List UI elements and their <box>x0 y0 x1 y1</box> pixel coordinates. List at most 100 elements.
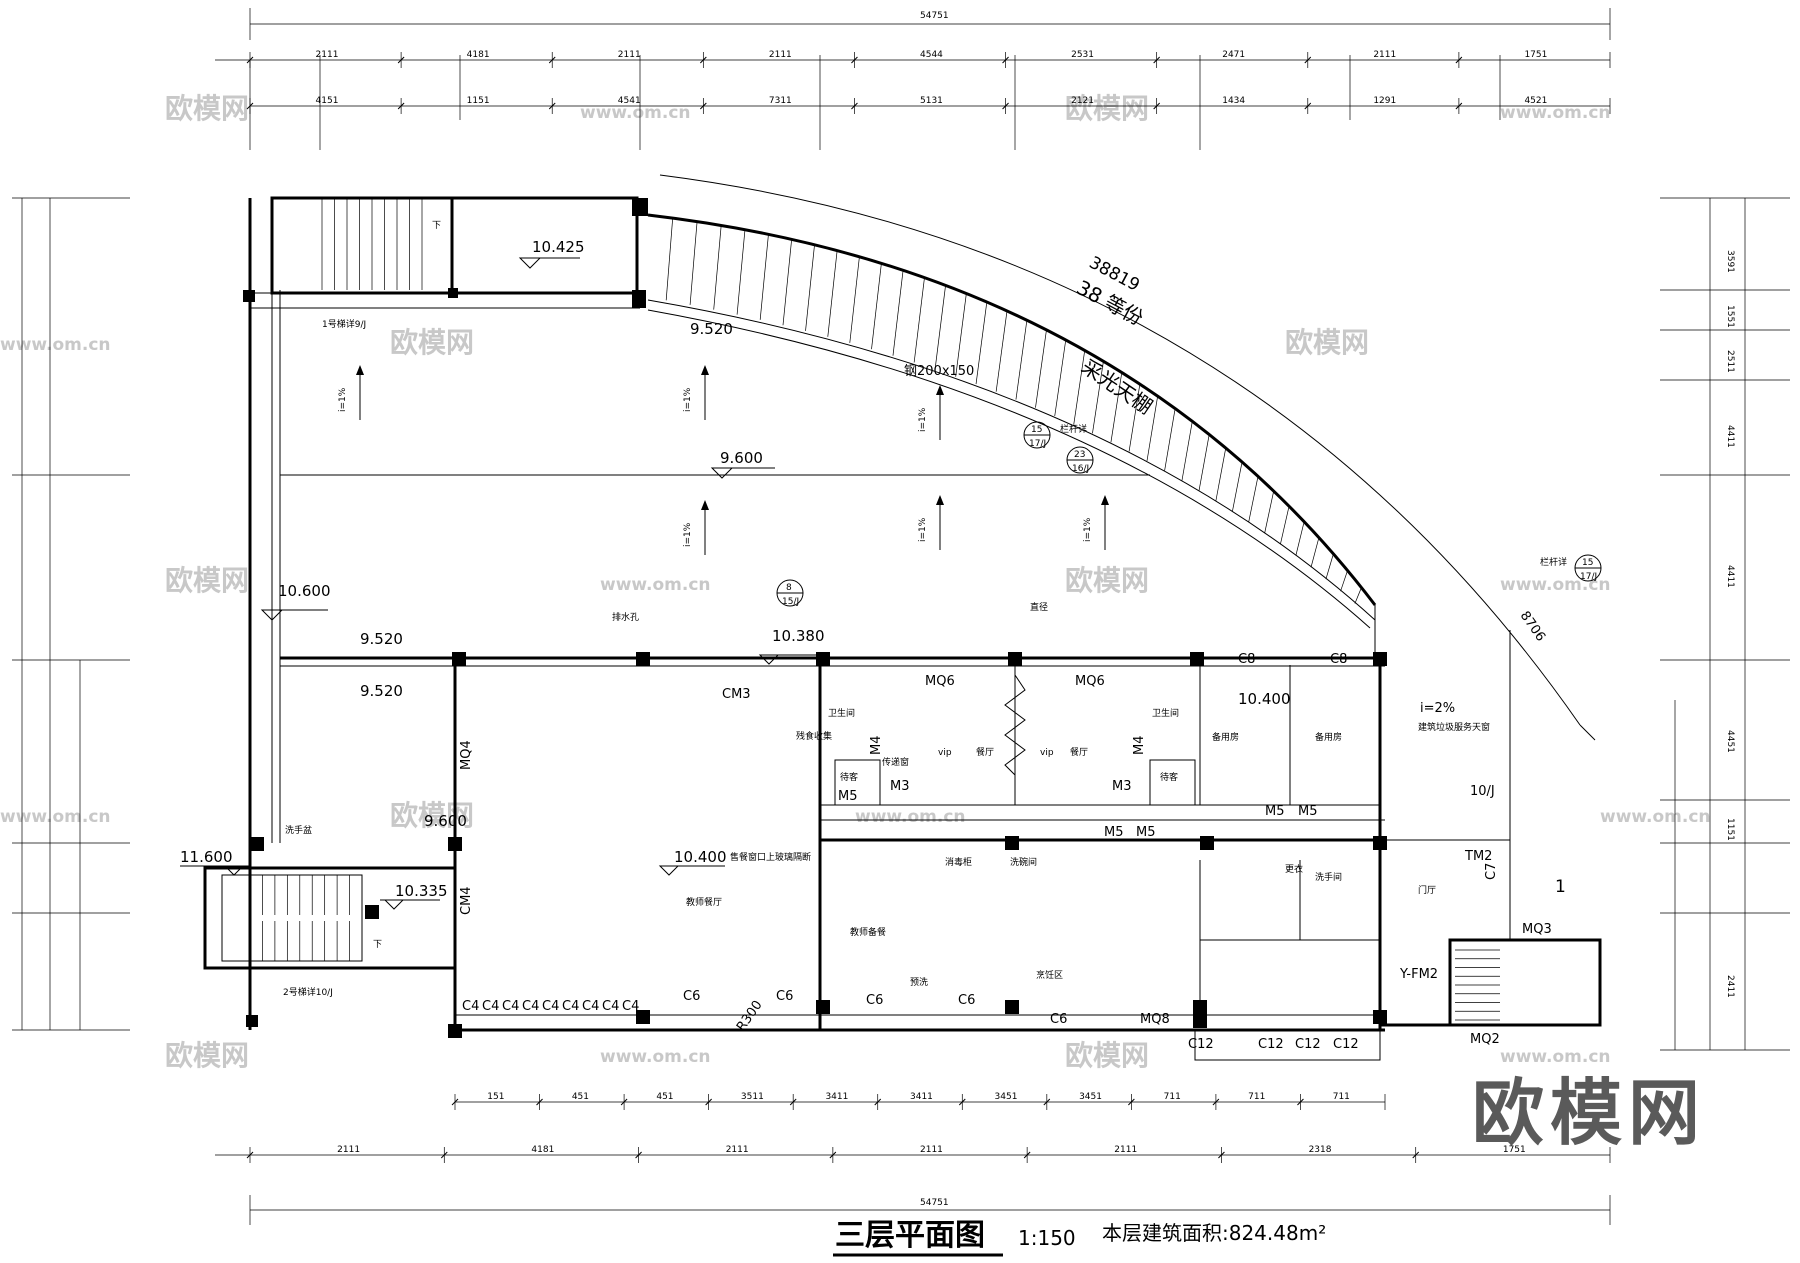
room-collect: 残食收集 <box>796 730 832 742</box>
dimension-label: 1751 <box>1524 50 1547 60</box>
detail-callout: 23 16/J <box>1066 446 1094 474</box>
dimension-label: 2111 <box>618 50 641 60</box>
tag: 10/J <box>1470 784 1495 799</box>
stair-treads <box>249 198 1500 1021</box>
dimension-label: 1291 <box>1373 96 1396 106</box>
svg-text:8: 8 <box>786 583 792 593</box>
svg-text:23: 23 <box>1074 450 1085 460</box>
dimension-label: 4151 <box>316 96 339 106</box>
elevation-mark: 10.600 <box>260 582 331 621</box>
dimension-label: 2531 <box>1071 50 1094 60</box>
room-service: 建筑垃圾服务天窗 <box>1418 721 1490 733</box>
detail-callout: 15 17/J 栏杆详 <box>1023 421 1087 449</box>
watermark-url: www.om.cn <box>580 103 691 123</box>
svg-text:栏杆详: 栏杆详 <box>1540 556 1567 568</box>
dimension-label: 2411 <box>1725 975 1735 998</box>
svg-text:i=1%: i=1% <box>338 387 348 412</box>
watermark: 欧模网 <box>1065 564 1149 597</box>
title-block: 三层平面图 1:150 本层建筑面积:824.48m² <box>833 1218 1326 1257</box>
watermark-url: www.om.cn <box>855 807 966 827</box>
tag: MQ6 <box>1075 674 1105 689</box>
room-locker: 更衣 <box>1285 863 1303 875</box>
svg-text:10.600: 10.600 <box>278 582 331 600</box>
room-kitchen: 烹饪区 <box>1036 969 1063 981</box>
folding-partition <box>1004 674 1026 776</box>
tag: MQ8 <box>1140 1012 1170 1027</box>
slope-arrows: i=1% i=1% i=1% i=1% i=1% i=1% i=2% <box>338 365 1455 716</box>
room-wash: 洗碗间 <box>1010 856 1037 868</box>
svg-text:9.520: 9.520 <box>360 682 403 700</box>
watermark-url: www.om.cn <box>1500 103 1611 123</box>
dimension-label: 5131 <box>920 96 943 106</box>
tag: C6 <box>1050 1012 1067 1027</box>
svg-text:17/J: 17/J <box>1029 439 1046 449</box>
dimension-label: 2111 <box>920 1145 943 1155</box>
room-standby: 备用房 <box>1315 731 1342 743</box>
dimension-label: 3411 <box>825 1092 848 1102</box>
elevation-mark: 9.600 <box>424 812 467 830</box>
slope-arrow: i=1% <box>918 495 944 550</box>
elevation-marks: 10.425 9.520 9.600 10.600 9.520 9.520 10… <box>180 238 1291 910</box>
tag: M3 <box>890 779 910 794</box>
svg-text:16/J: 16/J <box>1072 464 1089 474</box>
dimension-label: 451 <box>572 1092 589 1102</box>
columns <box>243 198 1387 1038</box>
svg-text:i=1%: i=1% <box>918 407 928 432</box>
elevation-mark: 9.520 <box>360 682 403 700</box>
room-prep: 教师备餐 <box>850 926 886 938</box>
tag: MQ6 <box>925 674 955 689</box>
tag: M5 <box>1136 825 1156 840</box>
tag: C6 <box>683 989 700 1004</box>
watermark: 欧模网 <box>1065 92 1149 125</box>
room-teacher-dining: 教师餐厅 <box>686 896 722 908</box>
dimension-label: 3511 <box>741 1092 764 1102</box>
floor-area: 本层建筑面积:824.48m² <box>1102 1221 1326 1245</box>
dimension-label: 1151 <box>467 96 490 106</box>
svg-text:i=1%: i=1% <box>918 517 928 542</box>
right-dimensions: 3591 1551 2511 4411 4411 4451 1151 2411 <box>1660 197 1790 1051</box>
room-wc: 卫生间 <box>1152 707 1179 719</box>
svg-text:栏杆详: 栏杆详 <box>1060 423 1087 435</box>
detail-callout: 8 15/J <box>776 579 804 607</box>
svg-text:i=1%: i=1% <box>683 387 693 412</box>
elevation-mark: 10.425 <box>518 238 585 269</box>
stair-down: 下 <box>373 940 382 950</box>
tag: C12 <box>1333 1037 1359 1052</box>
dimension-label: 4521 <box>1524 96 1547 106</box>
watermarks: 欧模网 www.om.cn 欧模网 www.om.cn www.om.cn 欧模… <box>0 92 1711 1072</box>
svg-text:9.600: 9.600 <box>720 449 763 467</box>
svg-text:i=2%: i=2% <box>1420 701 1455 716</box>
note-door: 门厅 <box>1418 884 1436 896</box>
dimension-label: 711 <box>1333 1092 1350 1102</box>
tag: MQ3 <box>1522 922 1552 937</box>
elevation-mark: 10.400 <box>1238 690 1291 708</box>
note-drain: 排水孔 <box>612 611 639 623</box>
overall-dimension: 54751 <box>920 11 949 21</box>
slope-arrow: i=1% <box>1083 495 1109 550</box>
dimension-label: 4544 <box>920 50 943 60</box>
tag: M4 <box>869 736 884 756</box>
watermark: 欧模网 <box>165 1039 249 1072</box>
tag: C6 <box>866 993 883 1008</box>
tag: M5 <box>838 789 858 804</box>
svg-text:i=1%: i=1% <box>1083 517 1093 542</box>
tag: MQ4 <box>459 740 474 770</box>
dimension-label: 2111 <box>337 1145 360 1155</box>
skylight-canopy: 38819 38 等份 采光天棚 8706 钢200x150 <box>647 174 1596 741</box>
dimension-label: 711 <box>1248 1092 1265 1102</box>
svg-text:10.400: 10.400 <box>1238 690 1291 708</box>
slope-arrow: i=1% <box>338 365 364 420</box>
note-diameter: 直径 <box>1030 601 1048 613</box>
room-vip: vip <box>1040 748 1054 758</box>
tag: CM3 <box>722 687 751 702</box>
dimension-label: 3451 <box>995 1092 1018 1102</box>
svg-text:10.400: 10.400 <box>674 848 727 866</box>
svg-text:15: 15 <box>1031 425 1042 435</box>
dimension-label: 3591 <box>1725 250 1735 273</box>
overall-dimension: 54751 <box>920 1198 949 1208</box>
room-pre-wash: 预洗 <box>910 976 928 988</box>
